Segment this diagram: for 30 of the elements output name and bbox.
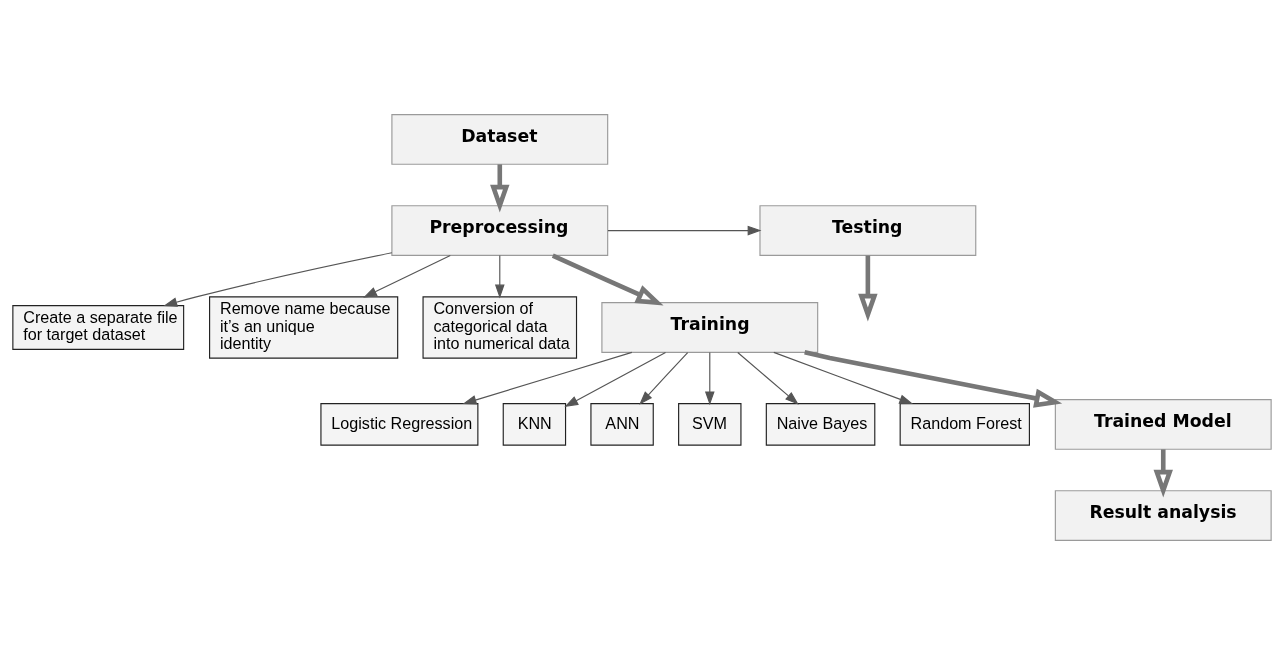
node-box: Preprocessing <box>391 204 609 256</box>
arrow <box>1153 448 1173 498</box>
arrow <box>494 254 505 298</box>
node-box: Trained Model <box>1054 398 1272 450</box>
arrow <box>163 251 393 307</box>
arrow <box>564 351 667 407</box>
arrow <box>704 351 715 405</box>
node-box: Random Forest <box>899 402 1030 446</box>
node-box: Logistic Regression <box>320 402 479 446</box>
node-box: Training <box>601 301 819 353</box>
node-box: Testing <box>759 204 977 256</box>
arrow <box>773 351 914 404</box>
node-box: Create a separate file for target dataset <box>12 304 185 350</box>
arrow <box>804 349 1063 408</box>
arrow <box>462 351 633 405</box>
node-box: Naive Bayes <box>765 402 876 446</box>
node-box: Dataset <box>391 113 609 165</box>
node-box: SVM <box>678 402 742 446</box>
arrow <box>490 163 510 213</box>
arrow <box>737 351 799 405</box>
arrow <box>639 351 689 405</box>
arrow <box>607 225 762 235</box>
arrow <box>363 254 451 298</box>
arrow <box>551 253 664 306</box>
arrow <box>858 255 878 322</box>
node-box: Remove name because it’s an unique identity <box>209 295 399 359</box>
node-box: KNN <box>502 402 567 446</box>
node-box: Result analysis <box>1054 489 1272 541</box>
node-box: Conversion of categorical data into numerical data <box>422 295 578 359</box>
node-box: ANN <box>590 402 654 446</box>
